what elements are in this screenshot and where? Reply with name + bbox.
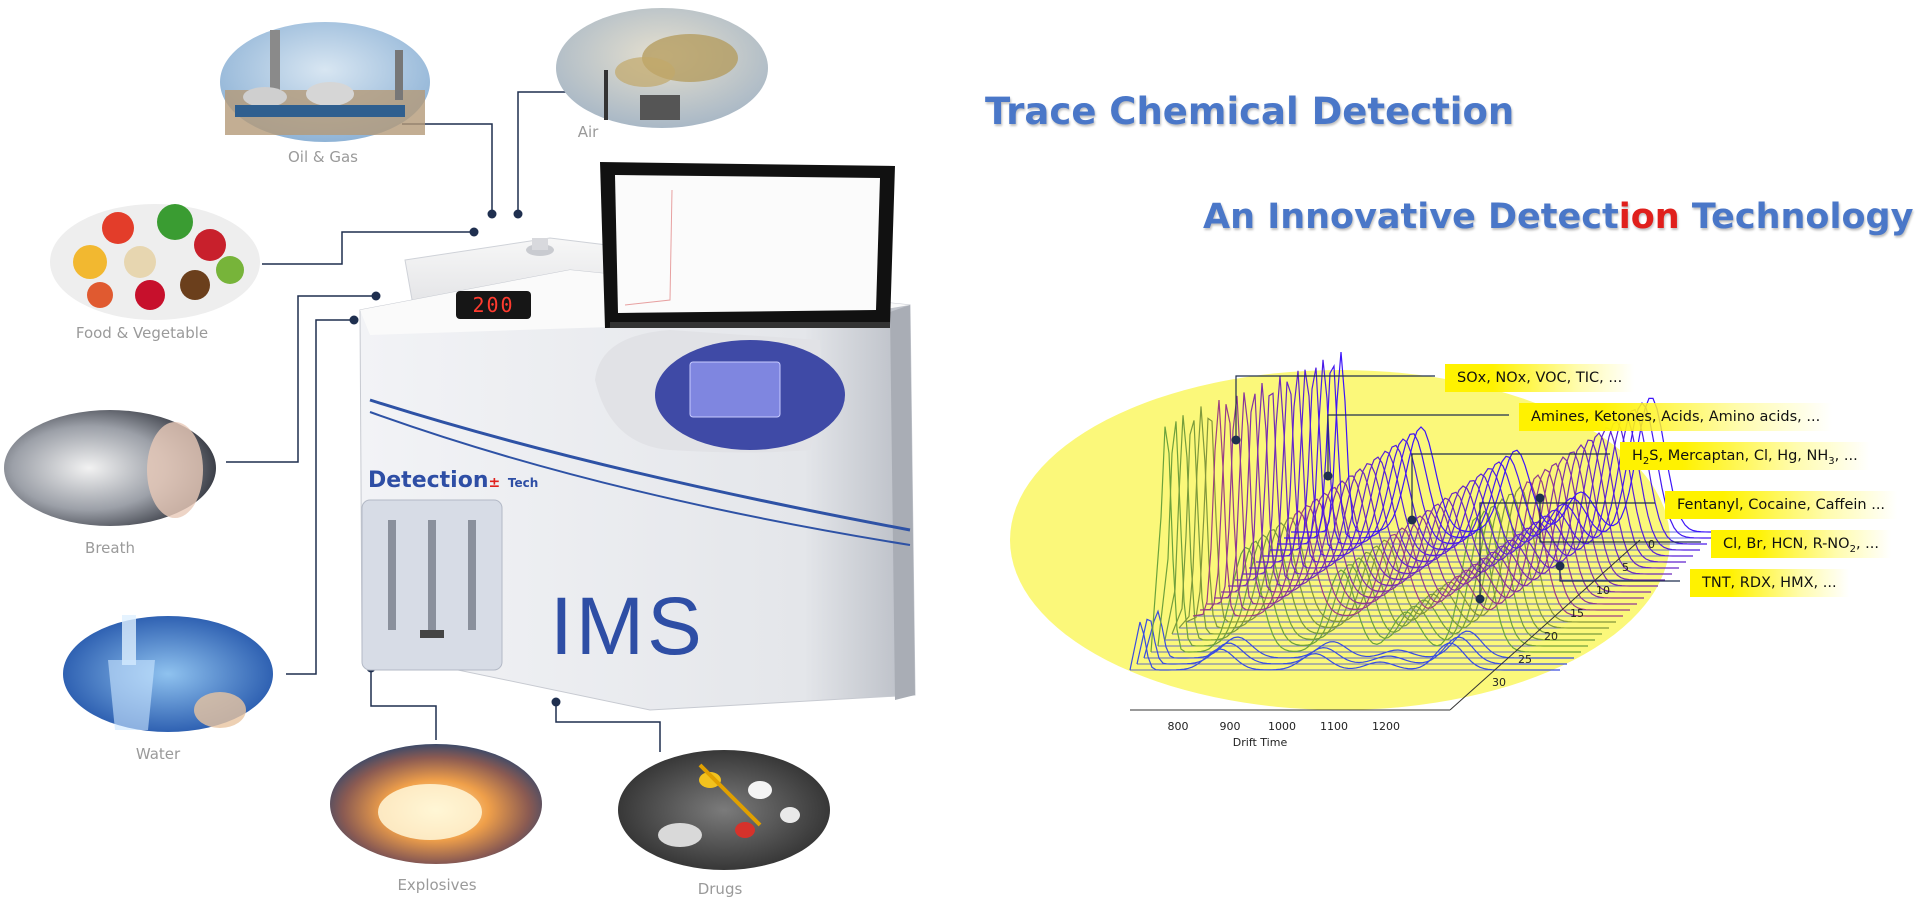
x-tick-label: 1200 xyxy=(1372,720,1400,733)
x-axis-title: Drift Time xyxy=(1233,736,1288,749)
brand-suffix: Tech xyxy=(507,476,539,490)
label-food-vegetable: Food & Vegetable xyxy=(75,324,209,342)
leader-dot xyxy=(1231,435,1241,445)
spectrum-trace xyxy=(1143,609,1574,659)
leader-dot xyxy=(1475,594,1485,604)
water-image xyxy=(63,615,273,732)
leader-dot xyxy=(1407,515,1417,525)
explosives-image xyxy=(330,744,542,864)
compound-tag-4: Fentanyl, Cocaine, Caffein ... xyxy=(1665,491,1898,519)
z-tick-label: 0 xyxy=(1648,538,1655,551)
x-tick-label: 800 xyxy=(1168,720,1189,733)
oil-gas-image xyxy=(220,22,430,142)
device-body xyxy=(359,162,916,711)
leader-line xyxy=(1327,414,1509,476)
spectrum-trace xyxy=(1256,370,1686,563)
spectrum-trace xyxy=(1185,417,1616,623)
brand-mark: ± xyxy=(488,475,501,491)
brand-logo: Detection± Tech xyxy=(368,468,538,493)
main-title: Trace Chemical Detection xyxy=(985,90,1515,133)
dot-breath xyxy=(371,291,381,301)
compound-tag-2: Amines, Ketones, Acids, Amino acids, ... xyxy=(1519,403,1833,431)
label-oil-gas: Oil & Gas xyxy=(287,148,358,166)
connector-explosives xyxy=(370,668,437,740)
connector-water xyxy=(286,319,354,675)
leader-line xyxy=(1559,566,1680,582)
compound-tag-6: TNT, RDX, HMX, ... xyxy=(1690,569,1849,597)
label-explosives: Explosives xyxy=(397,876,477,894)
dot-oil xyxy=(487,209,497,219)
leader-dot xyxy=(1323,471,1333,481)
subtitle-part-1: An Innovative Detect xyxy=(1203,197,1619,237)
spectrum-trace xyxy=(1178,406,1609,629)
leader-dot xyxy=(1555,561,1565,571)
spectrum-trace xyxy=(1164,415,1595,641)
spectrum-leaders xyxy=(1231,375,1701,604)
brand-name: Detection xyxy=(368,468,489,493)
z-tick-label: 5 xyxy=(1622,561,1629,574)
x-tick-label: 1100 xyxy=(1320,720,1348,733)
spectrum-trace xyxy=(1136,618,1567,665)
connector-breath xyxy=(226,295,376,463)
spectrum-trace xyxy=(1171,420,1602,635)
subtitle-highlight: ion xyxy=(1618,197,1680,237)
label-drugs: Drugs xyxy=(697,880,743,898)
label-air: Air xyxy=(577,123,599,141)
connector-oil xyxy=(402,123,493,214)
spectrum-trace xyxy=(1150,426,1581,653)
z-tick-label: 30 xyxy=(1492,676,1506,689)
compound-tag-1: SOx, NOx, VOC, TIC, ... xyxy=(1445,364,1635,392)
compound-tag-5: Cl, Br, HCN, R-NO2, ... xyxy=(1711,530,1891,558)
label-water: Water xyxy=(135,745,181,763)
compound-tag-3: H2S, Mercaptan, Cl, Hg, NH3, ... xyxy=(1620,442,1870,470)
food-vegetable-image xyxy=(50,204,260,320)
z-tick-label: 25 xyxy=(1518,653,1532,666)
leader-line xyxy=(1539,498,1701,543)
drugs-image xyxy=(618,750,830,870)
dot-water xyxy=(349,315,359,325)
model-name: IMS xyxy=(550,581,705,672)
z-tick-label: 15 xyxy=(1570,607,1584,620)
leader-line xyxy=(1479,502,1655,599)
air-image xyxy=(556,8,768,128)
breath-image xyxy=(4,410,216,526)
leader-line xyxy=(1411,453,1610,520)
z-tick-label: 20 xyxy=(1544,630,1558,643)
dot-air xyxy=(513,209,523,219)
connector-drugs xyxy=(555,702,661,752)
label-breath: Breath xyxy=(85,539,135,557)
z-tick-label: 10 xyxy=(1596,584,1610,597)
connector-food xyxy=(262,231,474,265)
subtitle-part-2: Technology xyxy=(1679,197,1914,237)
subtitle: An Innovative Detection Technology xyxy=(1203,197,1913,237)
ims-device: 200 Detection± Tech IMS xyxy=(350,150,930,730)
spectrum-trace xyxy=(1291,351,1722,533)
leader-dot xyxy=(1535,493,1545,503)
leader-line xyxy=(1235,375,1435,440)
x-tick-label: 1000 xyxy=(1268,720,1296,733)
spectrum-trace xyxy=(1249,381,1679,569)
spectrum-trace xyxy=(1157,421,1588,647)
spectrum-peaks xyxy=(1129,351,1722,671)
dot-food xyxy=(469,227,479,237)
spectrum-trace xyxy=(1263,369,1693,557)
temperature-display: 200 xyxy=(456,291,531,319)
x-tick-label: 900 xyxy=(1220,720,1241,733)
z-axis-line xyxy=(1449,539,1641,711)
dot-drugs xyxy=(551,697,561,707)
